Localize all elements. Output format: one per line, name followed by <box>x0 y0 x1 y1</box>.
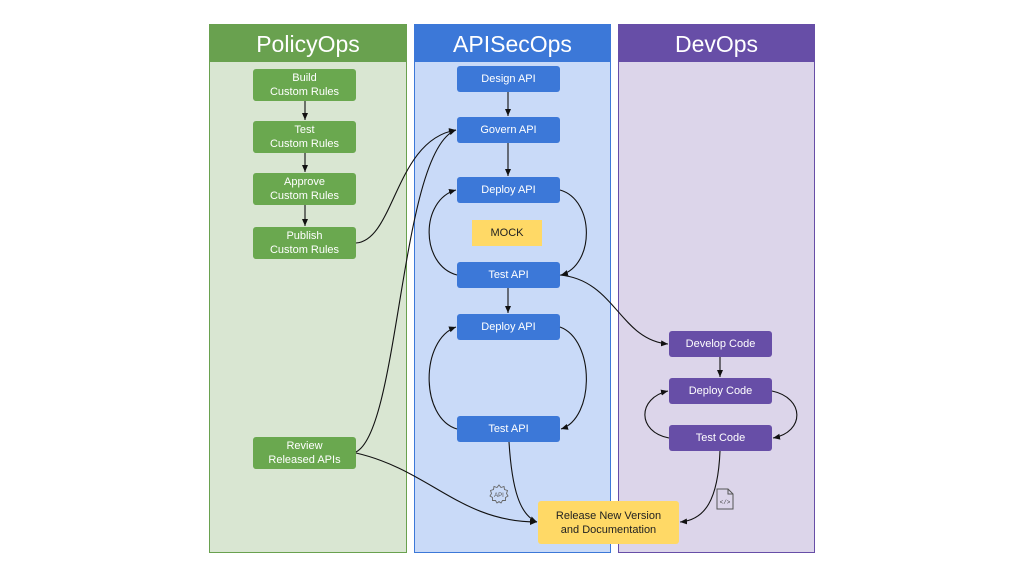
lane-apisecops: APISecOps <box>414 24 611 553</box>
lane-policyops: PolicyOps <box>209 24 407 553</box>
node-deploy-api-2[interactable]: Deploy API <box>457 314 560 340</box>
code-file-icon: </> <box>716 488 734 510</box>
lane-title-policyops: PolicyOps <box>210 25 406 62</box>
svg-text:</>: </> <box>720 499 731 506</box>
node-mock[interactable]: MOCK <box>472 220 542 246</box>
node-test-api-2[interactable]: Test API <box>457 416 560 442</box>
node-build-custom-rules[interactable]: Build Custom Rules <box>253 69 356 101</box>
node-design-api[interactable]: Design API <box>457 66 560 92</box>
node-review-released-apis[interactable]: Review Released APIs <box>253 437 356 469</box>
node-publish-custom-rules[interactable]: Publish Custom Rules <box>253 227 356 259</box>
api-gear-icon: API <box>489 484 509 504</box>
lane-title-devops: DevOps <box>619 25 814 62</box>
lane-devops: DevOps <box>618 24 815 553</box>
node-release-new-version[interactable]: Release New Version and Documentation <box>538 501 679 544</box>
node-deploy-code[interactable]: Deploy Code <box>669 378 772 404</box>
svg-text:API: API <box>494 493 504 499</box>
node-govern-api[interactable]: Govern API <box>457 117 560 143</box>
node-approve-custom-rules[interactable]: Approve Custom Rules <box>253 173 356 205</box>
lane-title-apisecops: APISecOps <box>415 25 610 62</box>
node-develop-code[interactable]: Develop Code <box>669 331 772 357</box>
node-test-custom-rules[interactable]: Test Custom Rules <box>253 121 356 153</box>
node-test-code[interactable]: Test Code <box>669 425 772 451</box>
node-test-api-1[interactable]: Test API <box>457 262 560 288</box>
node-deploy-api-1[interactable]: Deploy API <box>457 177 560 203</box>
